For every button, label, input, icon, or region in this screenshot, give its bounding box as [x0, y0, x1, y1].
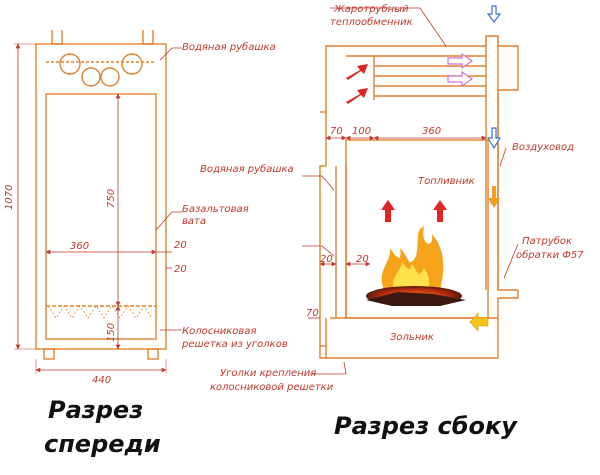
front-top-collar-right	[142, 30, 154, 45]
front-outer-shell	[35, 43, 167, 350]
water-flow-arrow	[488, 186, 500, 208]
label-return-pipe-line1: Патрубок	[522, 235, 572, 247]
dim-front-width: 440	[92, 375, 111, 386]
dim-front-bottom: 150	[106, 323, 117, 342]
pipe-circle	[100, 67, 120, 87]
label-front-water-jacket: Водяная рубашка	[182, 41, 276, 53]
side-text: Жаротрубный теплообменник 70 100 360 Вод…	[200, 3, 584, 440]
label-return-pipe-line2: обратки Ф57	[516, 249, 584, 261]
front-dimensions	[14, 43, 182, 374]
title-front-line2: спереди	[44, 430, 161, 458]
title-side: Разрез сбоку	[334, 412, 518, 440]
air-down-arrow	[486, 127, 502, 150]
front-top-collar-left	[51, 30, 63, 45]
dim-side-20-a: 20	[320, 254, 333, 265]
label-ash-pit: Зольник	[390, 332, 434, 343]
dim-front-inner-height: 750	[106, 189, 117, 208]
front-foot-right	[147, 348, 159, 360]
label-air-duct: Воздуховод	[512, 142, 574, 153]
dim-side-360: 360	[422, 126, 441, 137]
air-intake-arrow	[469, 312, 489, 332]
side-view	[319, 35, 519, 359]
dim-side-100: 100	[352, 126, 371, 137]
dim-front-inner-width: 360	[70, 241, 89, 252]
label-basalt-line2: вата	[182, 216, 206, 227]
dim-side-70-bottom: 70	[306, 308, 319, 319]
flue-arrow	[447, 52, 474, 70]
front-inner-shell	[45, 93, 157, 340]
front-foot-left	[43, 348, 55, 360]
hot-gas-arrow	[346, 64, 368, 80]
pipe-circle	[81, 67, 101, 87]
heat-rise-arrow	[381, 200, 395, 222]
dim-side-70-top: 70	[330, 126, 343, 137]
side-dimensions	[302, 7, 519, 375]
front-view	[35, 30, 167, 360]
label-grate-line1: Колосниковая	[182, 326, 256, 337]
hot-gas-arrow	[346, 88, 368, 104]
side-arrows	[346, 5, 502, 332]
label-heat-exchanger-line2: теплообменник	[330, 16, 413, 28]
dim-front-height: 1070	[4, 185, 15, 210]
label-side-water-jacket: Водяная рубашка	[200, 163, 294, 175]
dim-front-wall-1: 20	[174, 240, 187, 251]
flue-arrow	[447, 70, 474, 88]
front-text: 1070 750 360 20 20 150 440 Водяная рубаш…	[4, 41, 288, 458]
label-heat-exchanger-line1: Жаротрубный	[333, 3, 409, 15]
dim-side-20-b: 20	[356, 254, 369, 265]
label-firebox: Топливник	[418, 176, 475, 187]
label-grate-line2: решетка из уголков	[181, 339, 288, 350]
air-inlet-arrow	[486, 5, 502, 23]
fire-icon	[366, 226, 466, 306]
label-corners-line1: Уголки крепления	[220, 368, 316, 379]
dim-front-wall-2: 20	[174, 264, 187, 275]
pipe-circle	[59, 53, 81, 75]
pipe-circle	[121, 53, 143, 75]
label-corners-line2: колосниковой решетки	[210, 382, 334, 393]
title-front-line1: Разрез	[48, 396, 143, 424]
heat-rise-arrow	[433, 200, 447, 222]
label-basalt-line1: Базальтовая	[182, 204, 249, 215]
